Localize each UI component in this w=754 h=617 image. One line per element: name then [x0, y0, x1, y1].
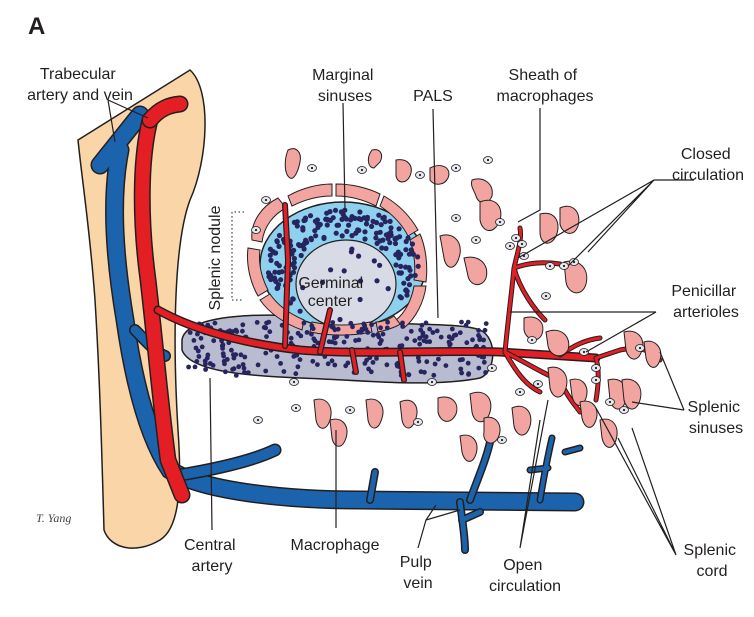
label-closed-circulation: Closed circulation: [672, 146, 744, 184]
label-sheath: Sheath of macrophages: [497, 67, 594, 105]
label-pals: PALS: [413, 88, 453, 105]
label-trabecular: Trabecular artery and vein: [27, 66, 133, 104]
label-pulp-vein: Pulp vein: [400, 554, 436, 592]
label-central-artery: Central artery: [184, 537, 240, 575]
label-splenic-nodule: Splenic nodule: [207, 205, 224, 310]
artist-signature: T. Yang: [36, 511, 71, 525]
label-splenic-cord: Splenic cord: [684, 542, 741, 580]
label-splenic-sinuses: Splenic sinuses: [688, 399, 745, 437]
panel-letter: A: [28, 13, 45, 40]
label-open-circulation: Open circulation: [489, 557, 561, 595]
label-penicillar: Penicillar arterioles: [671, 283, 740, 321]
label-macrophage: Macrophage: [291, 537, 380, 554]
label-marginal-sinuses: Marginal sinuses: [312, 67, 378, 105]
